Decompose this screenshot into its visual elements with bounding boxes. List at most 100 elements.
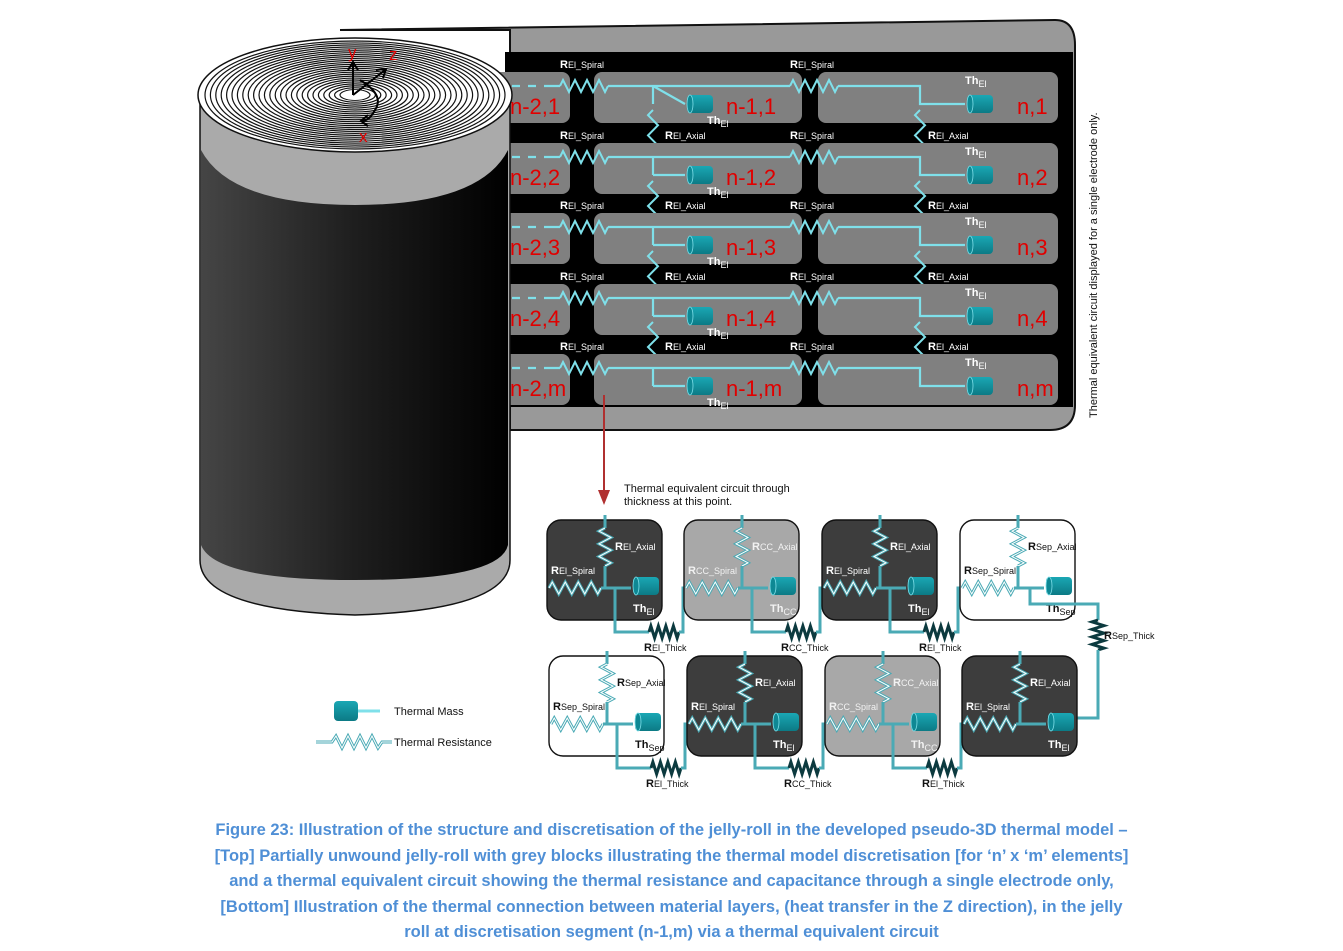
wire [608, 84, 790, 105]
thermal-mass-face [966, 376, 974, 396]
resistor-thick [925, 756, 959, 780]
label-r-spiral: RSep_Spiral [964, 565, 1016, 577]
thermal-mass-face [772, 712, 780, 732]
label-r-axial: REl_Axial [665, 130, 705, 142]
spiral-ring [204, 40, 506, 150]
label-th: ThCC [911, 739, 938, 753]
cell-id: n,m [1017, 376, 1054, 401]
thermal-mass-face [966, 306, 974, 326]
label-r-spiral: REl_Spiral [560, 271, 604, 283]
axis-label-z: z [389, 45, 398, 64]
thermal-mass-face [966, 235, 974, 255]
x-axis-arrow [359, 79, 379, 122]
spiral-ring [215, 44, 495, 146]
resistor-spiral-core [826, 716, 880, 732]
wire [1028, 588, 1100, 620]
resistor-spiral-core [688, 716, 742, 732]
wire [608, 225, 790, 247]
caption-line: [Bottom] Illustration of the thermal con… [220, 897, 1123, 916]
thermal-mass-icon [1048, 713, 1074, 731]
cell-id: n-1,4 [726, 306, 776, 331]
cell-id: n-2,3 [510, 235, 560, 260]
wire [838, 366, 965, 388]
spiral-ring [247, 55, 463, 135]
spiral-ring [209, 42, 501, 148]
resistor-spiral [559, 289, 609, 307]
axis-label-x: x [359, 127, 368, 146]
resistor-spiral-core [685, 580, 739, 596]
spiral-ring [263, 61, 447, 129]
thermal-mass-icon [967, 307, 993, 325]
label-r-thick: RSep_Thick [1104, 630, 1155, 642]
label-r-thick: RCC_Thick [784, 778, 832, 790]
z-axis-arrow [352, 69, 386, 96]
cell-id: n-1,2 [726, 165, 776, 190]
wire [838, 155, 965, 177]
wire [608, 366, 790, 388]
thermal-mass-icon [687, 307, 713, 325]
thermal-mass-icon [967, 166, 993, 184]
cell-id: n-2,4 [510, 306, 560, 331]
thermal-mass-face [966, 165, 974, 185]
resistor-spiral-core [548, 580, 602, 596]
spiral-ring [296, 73, 414, 117]
wire [608, 296, 790, 318]
side-note: Thermal equivalent circuit displayed for… [1088, 112, 1100, 418]
resistor-thick [649, 756, 683, 780]
spiral-ring [317, 81, 393, 109]
label-r-thick: REl_Thick [644, 642, 687, 654]
label-r-spiral: REl_Spiral [790, 200, 834, 212]
resistor-thick [1086, 618, 1110, 652]
thermal-mass-icon [334, 701, 358, 721]
thermal-mass-face [632, 576, 640, 596]
spiral-ring [258, 59, 452, 131]
thermal-mass-icon [967, 95, 993, 113]
thermal-mass-icon [687, 166, 713, 184]
jelly-roll-cylinder: y z x [197, 37, 513, 616]
label-th: ThSep [1046, 603, 1075, 617]
thermal-mass-face [686, 235, 694, 255]
thermal-mass-icon [687, 377, 713, 395]
thermal-mass-icon [773, 713, 799, 731]
label-th: ThEl [965, 146, 986, 160]
label-th: ThCC [770, 603, 797, 617]
label-r-spiral: REl_Spiral [691, 701, 735, 713]
resistor-thick [787, 756, 821, 780]
label-th: ThEl [707, 397, 728, 411]
label-r-axial: RSep_Axial [617, 677, 665, 689]
cell-id: n,2 [1017, 165, 1048, 190]
label-r-axial: REl_Axial [755, 677, 795, 689]
legend: Thermal Mass Thermal Resistance [316, 701, 492, 752]
thermal-mass-face [686, 165, 694, 185]
thermal-mass-icon [687, 95, 713, 113]
label-th: ThEl [965, 75, 986, 89]
wire [888, 588, 924, 634]
cylinder-wrap [201, 150, 508, 580]
spiral-ring [280, 67, 431, 123]
wire [753, 724, 789, 770]
label-r-thick: RCC_Thick [781, 642, 829, 654]
label-r-thick: REl_Thick [922, 778, 965, 790]
resistor-axial-core [1012, 663, 1028, 703]
resistor-spiral [789, 218, 839, 236]
resistor-thick [784, 620, 818, 644]
label-th: ThEl [908, 603, 929, 617]
label-r-spiral: REl_Spiral [966, 701, 1010, 713]
spiral-ring [242, 54, 468, 136]
grid-cell-block [818, 72, 1058, 123]
wire [891, 724, 927, 770]
label-th: ThEl [965, 216, 986, 230]
thermal-mass-face [634, 712, 642, 732]
resistor-axial-core [597, 527, 613, 567]
resistor-spiral [789, 289, 839, 307]
resistor-thick [922, 620, 956, 644]
grid-cell-block [818, 213, 1058, 264]
label-r-axial: REl_Axial [665, 271, 705, 283]
spiral-ring [253, 57, 458, 133]
thermal-mass-icon [911, 713, 937, 731]
resistor-axial-core [1010, 527, 1026, 567]
